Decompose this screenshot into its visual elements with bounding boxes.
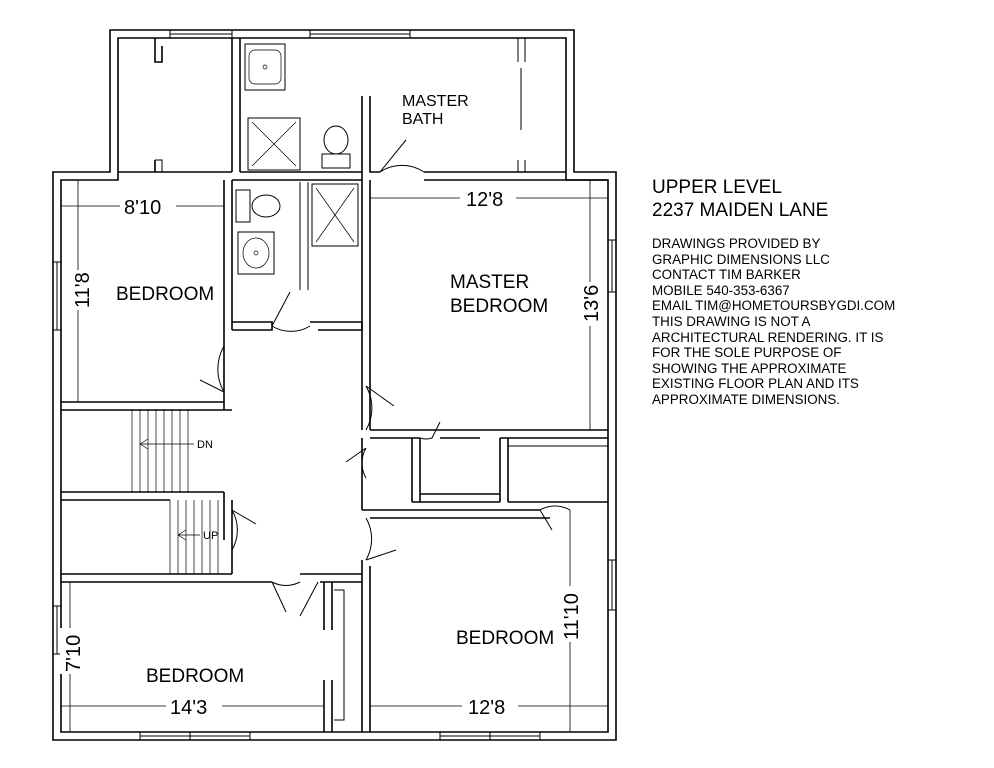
- dim-master-width: 12'8: [466, 189, 503, 211]
- credit-line: GRAPHIC DIMENSIONS LLC: [652, 251, 830, 267]
- dimension-lines: [60, 179, 609, 733]
- dim-lower-left-width: 14'3: [170, 697, 207, 719]
- bedroom-lower-left-label: BEDROOM: [146, 666, 244, 687]
- credit-line: EMAIL TIM@HOMETOURSBYGDI.COM: [652, 298, 896, 314]
- credit-line: MOBILE 540-353-6367: [652, 282, 790, 298]
- credit-line: CONTACT TIM BARKER: [652, 267, 801, 283]
- credit-line: DRAWINGS PROVIDED BY: [652, 236, 821, 251]
- stairs-down-label: DN: [197, 439, 213, 451]
- credit-line: SHOWING THE APPROXIMATE: [652, 360, 847, 376]
- dim-lower-right-width: 12'8: [468, 697, 505, 719]
- doors: [199, 139, 571, 617]
- plan-title-line-1: UPPER LEVEL: [652, 177, 782, 198]
- master-bedroom-label-line2: BEDROOM: [450, 296, 548, 317]
- plan-title-line-2: 2237 MAIDEN LANE: [652, 200, 829, 221]
- dim-lower-left-height: 7'10: [63, 635, 85, 672]
- bedroom-upper-left-label: BEDROOM: [116, 284, 214, 305]
- dim-master-height: 13'6: [581, 285, 603, 322]
- credit-line: APPROXIMATE DIMENSIONS.: [652, 391, 840, 407]
- stairs-up-label: UP: [203, 530, 218, 542]
- stairs: [131, 410, 219, 574]
- dim-upper-left-width: 8'10: [124, 197, 161, 219]
- dim-lower-right-height: 11'10: [561, 593, 583, 640]
- master-bath-label-line2: BATH: [402, 111, 443, 128]
- master-bedroom-label-line1: MASTER: [450, 272, 529, 293]
- interior-walls: [61, 38, 608, 732]
- plan-notes: UPPER LEVEL 2237 MAIDEN LANE DRAWINGS PR…: [652, 176, 972, 408]
- dimension-labels: 8'10 11'8 12'8 13'6 14'3 7'10 12'8 11'10: [60, 186, 603, 719]
- dim-upper-left-height: 11'8: [72, 272, 94, 308]
- master-bath-label-line1: MASTER: [402, 93, 469, 110]
- credit-line: EXISTING FLOOR PLAN AND ITS: [652, 376, 859, 392]
- bedroom-lower-right-label: BEDROOM: [456, 628, 554, 649]
- fixtures: [235, 43, 359, 275]
- credits-block: DRAWINGS PROVIDED BY GRAPHIC DIMENSIONS …: [652, 236, 972, 408]
- credit-line: FOR THE SOLE PURPOSE OF: [652, 345, 842, 361]
- credit-line: ARCHITECTURAL RENDERING. IT IS: [652, 329, 884, 345]
- room-labels: MASTER BATH MASTER BEDROOM BEDROOM BEDRO…: [116, 93, 554, 687]
- credit-line: THIS DRAWING IS NOT A: [652, 313, 811, 329]
